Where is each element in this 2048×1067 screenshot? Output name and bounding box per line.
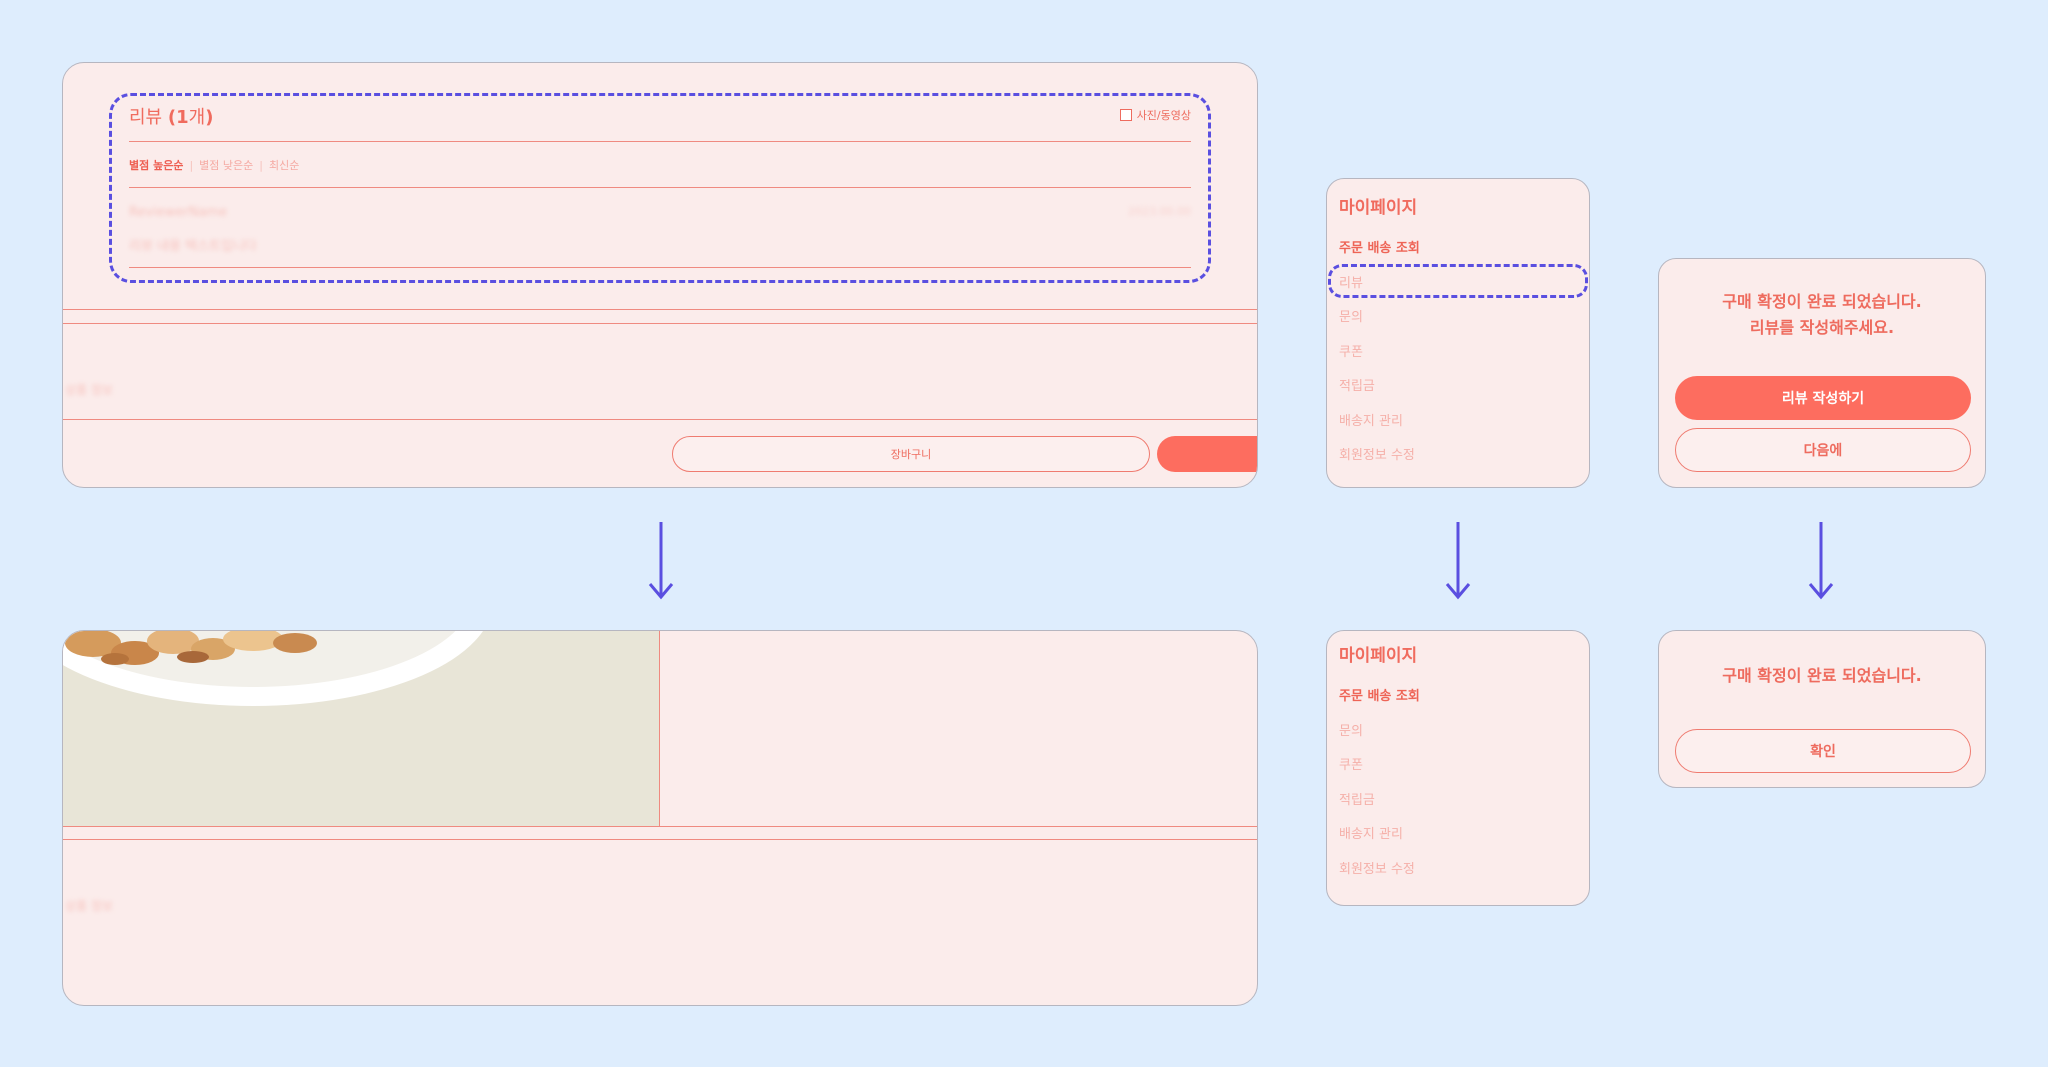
- review-author: ReviewerName: [129, 205, 228, 220]
- menu-item-address[interactable]: 배송지 관리: [1339, 414, 1403, 429]
- divider: [63, 839, 1257, 840]
- menu-item-profile[interactable]: 회원정보 수정: [1339, 862, 1415, 877]
- mypage-menu-after: 마이페이지 주문 배송 조회 문의 쿠폰 적립금 배송지 관리 회원정보 수정: [1326, 630, 1590, 906]
- arrow-down-icon: [1808, 522, 1834, 600]
- review-title: 리뷰 (1개): [129, 107, 214, 128]
- sort-option-latest[interactable]: 최신순: [268, 159, 300, 172]
- sort-separator: |: [259, 158, 263, 172]
- confirm-message: 구매 확정이 완료 되었습니다.: [1722, 666, 1922, 685]
- purchase-confirm-dialog-before: 구매 확정이 완료 되었습니다. 리뷰를 작성해주세요. 리뷰 작성하기 다음에: [1658, 258, 1986, 488]
- divider: [129, 267, 1191, 268]
- menu-item-address[interactable]: 배송지 관리: [1339, 827, 1403, 842]
- divider: [63, 323, 1257, 324]
- review-body: 리뷰 내용 텍스트입니다: [129, 239, 257, 254]
- review-date: 2023.00.00: [1128, 205, 1191, 218]
- arrow-down-icon: [1445, 522, 1471, 600]
- review-menu-highlight: [1328, 264, 1588, 298]
- mypage-menu-before: 마이페이지 주문 배송 조회 리뷰 문의 쿠폰 적립금 배송지 관리 회원정보 …: [1326, 178, 1590, 488]
- confirm-message-line2: 리뷰를 작성해주세요.: [1749, 318, 1895, 337]
- sort-option-rating-low[interactable]: 별점 낮은순: [199, 159, 254, 172]
- menu-item-profile[interactable]: 회원정보 수정: [1339, 448, 1415, 463]
- product-info-label: 상품 정보: [65, 899, 113, 913]
- divider: [63, 826, 1257, 827]
- cart-button[interactable]: 장바구니: [672, 436, 1150, 472]
- menu-item-coupon[interactable]: 쿠폰: [1339, 758, 1363, 773]
- buy-now-button[interactable]: [1157, 436, 1257, 472]
- later-button[interactable]: 다음에: [1675, 428, 1971, 472]
- menu-item-points[interactable]: 적립금: [1339, 793, 1375, 808]
- sort-options: 별점 높은순 | 별점 낮은순 | 최신순: [129, 157, 299, 173]
- menu-item-order-tracking[interactable]: 주문 배송 조회: [1339, 241, 1420, 256]
- menu-item-order-tracking[interactable]: 주문 배송 조회: [1339, 689, 1420, 704]
- purchase-confirm-dialog-after: 구매 확정이 완료 되었습니다. 확인: [1658, 630, 1986, 788]
- divider: [129, 141, 1191, 142]
- confirm-message-line1: 구매 확정이 완료 되었습니다.: [1722, 292, 1922, 311]
- review-count: 1: [176, 107, 189, 128]
- menu-item-coupon[interactable]: 쿠폰: [1339, 345, 1363, 360]
- product-info-label: 상품 정보: [65, 383, 113, 397]
- sort-option-rating-high[interactable]: 별점 높은순: [129, 159, 184, 172]
- cereal-flakes: [65, 631, 317, 665]
- menu-item-inquiry[interactable]: 문의: [1339, 724, 1363, 739]
- photo-video-filter-label: 사진/동영상: [1136, 109, 1191, 122]
- divider: [63, 309, 1257, 310]
- menu-item-inquiry[interactable]: 문의: [1339, 310, 1363, 325]
- checkbox[interactable]: [1119, 109, 1132, 121]
- mypage-title: 마이페이지: [1339, 646, 1418, 666]
- review-item: ReviewerName 2023.00.00 리뷰 내용 텍스트입니다: [129, 205, 1191, 265]
- photo-video-filter[interactable]: 사진/동영상: [1119, 107, 1191, 123]
- product-image: [63, 631, 660, 826]
- divider: [129, 187, 1191, 188]
- ok-button[interactable]: 확인: [1675, 729, 1971, 773]
- write-review-button[interactable]: 리뷰 작성하기: [1675, 376, 1971, 420]
- menu-item-review[interactable]: 리뷰: [1339, 276, 1363, 291]
- divider: [63, 419, 1257, 420]
- mypage-title: 마이페이지: [1339, 198, 1418, 218]
- menu-item-points[interactable]: 적립금: [1339, 379, 1375, 394]
- product-detail-panel: 상품 정보: [62, 630, 1258, 1006]
- review-section-panel: 리뷰 (1개) 사진/동영상 별점 높은순 | 별점 낮은순 | 최신순 Rev…: [62, 62, 1258, 488]
- cereal-bowl-image: [63, 631, 483, 706]
- sort-separator: |: [189, 158, 194, 172]
- arrow-down-icon: [648, 522, 674, 600]
- review-highlight-box: [109, 93, 1211, 283]
